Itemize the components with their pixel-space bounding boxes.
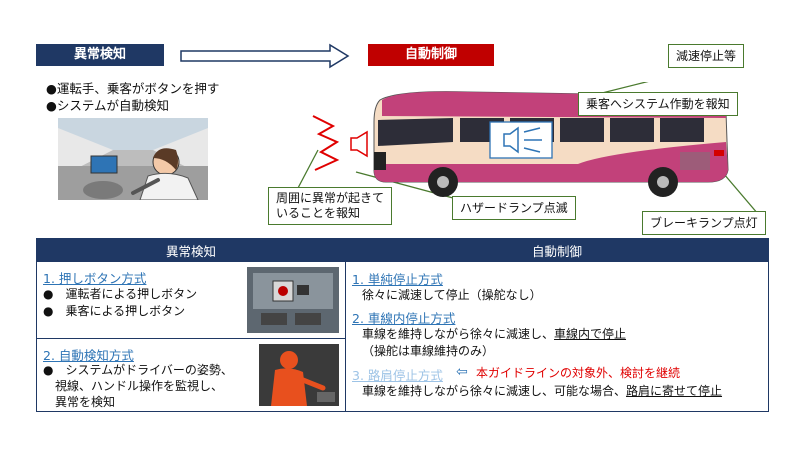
detect-header: 異常検知 xyxy=(36,44,164,66)
control-in-lane-stop-title: 2. 車線内停止方式 xyxy=(352,311,456,326)
callout-notify-passengers: 乗客へシステム作動を報知 xyxy=(578,92,738,116)
callout-hazard-lamp: ハザードランプ点滅 xyxy=(452,196,576,220)
control-in-lane-stop-desc: 車線を維持しながら徐々に減速し、車線内で停止 xyxy=(362,326,626,343)
driver-collapse-illustration xyxy=(58,118,208,200)
method-auto-detect-item-3: 異常を検知 xyxy=(55,395,116,409)
method-auto-detect-item-2: 視線、ハンドル操作を監視し、 xyxy=(55,379,224,393)
method-auto-detect-item-1: ● システムがドライバーの姿勢、 xyxy=(43,363,233,377)
callout-notify-surroundings: 周囲に異常が起きて いることを報知 xyxy=(268,187,393,225)
control-simple-stop-desc: 徐々に減速して停止（操舵なし） xyxy=(362,288,542,302)
control-shoulder-stop-desc-b: 路肩に寄せて停止 xyxy=(626,384,723,398)
control-in-lane-stop-note: （操舵は車線維持のみ） xyxy=(362,344,495,358)
table-header-detect: 異常検知 xyxy=(36,238,346,262)
control-simple-stop-title: 1. 単純停止方式 xyxy=(352,272,443,287)
control-shoulder-stop-title: 3. 路肩停止方式 xyxy=(352,368,443,383)
horn-alarm-icon xyxy=(312,115,368,171)
control-in-lane-stop-desc-b: 車線内で停止 xyxy=(554,327,627,341)
callout-notify-surroundings-line-2: いることを報知 xyxy=(276,206,361,220)
method-push-button-title: 1. 押しボタン方式 xyxy=(43,271,147,286)
control-shoulder-stop-note: 本ガイドラインの対象外、検討を継続 xyxy=(476,366,681,380)
table-header-control: 自動制御 xyxy=(345,238,769,262)
control-header: 自動制御 xyxy=(368,44,494,66)
callout-decel-stop: 減速停止等 xyxy=(668,44,745,68)
detect-bullet-1: ●運転手、乗客がボタンを押す xyxy=(46,81,220,96)
flow-arrow-icon xyxy=(180,43,350,69)
detect-bullet-2: ●システムが自動検知 xyxy=(46,98,170,113)
method-push-button-item-2: ● 乗客による押しボタン xyxy=(43,304,186,318)
push-button-photo xyxy=(247,267,339,333)
bus-illustration xyxy=(297,82,758,215)
method-table: 異常検知 自動制御 1. 押しボタン方式 ● 運転者による押しボタン ● 乗客に… xyxy=(36,238,769,412)
method-push-button-item-1: ● 運転者による押しボタン xyxy=(43,287,198,301)
control-shoulder-stop-desc: 車線を維持しながら徐々に減速し、可能な場合、路肩に寄せて停止 xyxy=(362,383,722,400)
arrow-left-icon: ⇦ xyxy=(456,364,468,380)
method-auto-detect-title: 2. 自動検知方式 xyxy=(43,348,134,363)
control-shoulder-stop-desc-a: 車線を維持しながら徐々に減速し、可能な場合、 xyxy=(362,384,627,398)
cell-control-methods: 1. 単純停止方式 徐々に減速して停止（操舵なし） 2. 車線内停止方式 車線を… xyxy=(345,261,769,412)
control-in-lane-stop-desc-a: 車線を維持しながら徐々に減速し、 xyxy=(362,327,555,341)
callout-notify-surroundings-line-1: 周囲に異常が起きて xyxy=(276,191,385,205)
cell-push-button: 1. 押しボタン方式 ● 運転者による押しボタン ● 乗客による押しボタン xyxy=(36,261,346,339)
driver-monitoring-photo xyxy=(259,344,339,406)
cell-auto-detect: 2. 自動検知方式 ● システムがドライバーの姿勢、 視線、ハンドル操作を監視し… xyxy=(36,338,346,412)
callout-brake-lamp: ブレーキランプ点灯 xyxy=(642,211,766,235)
